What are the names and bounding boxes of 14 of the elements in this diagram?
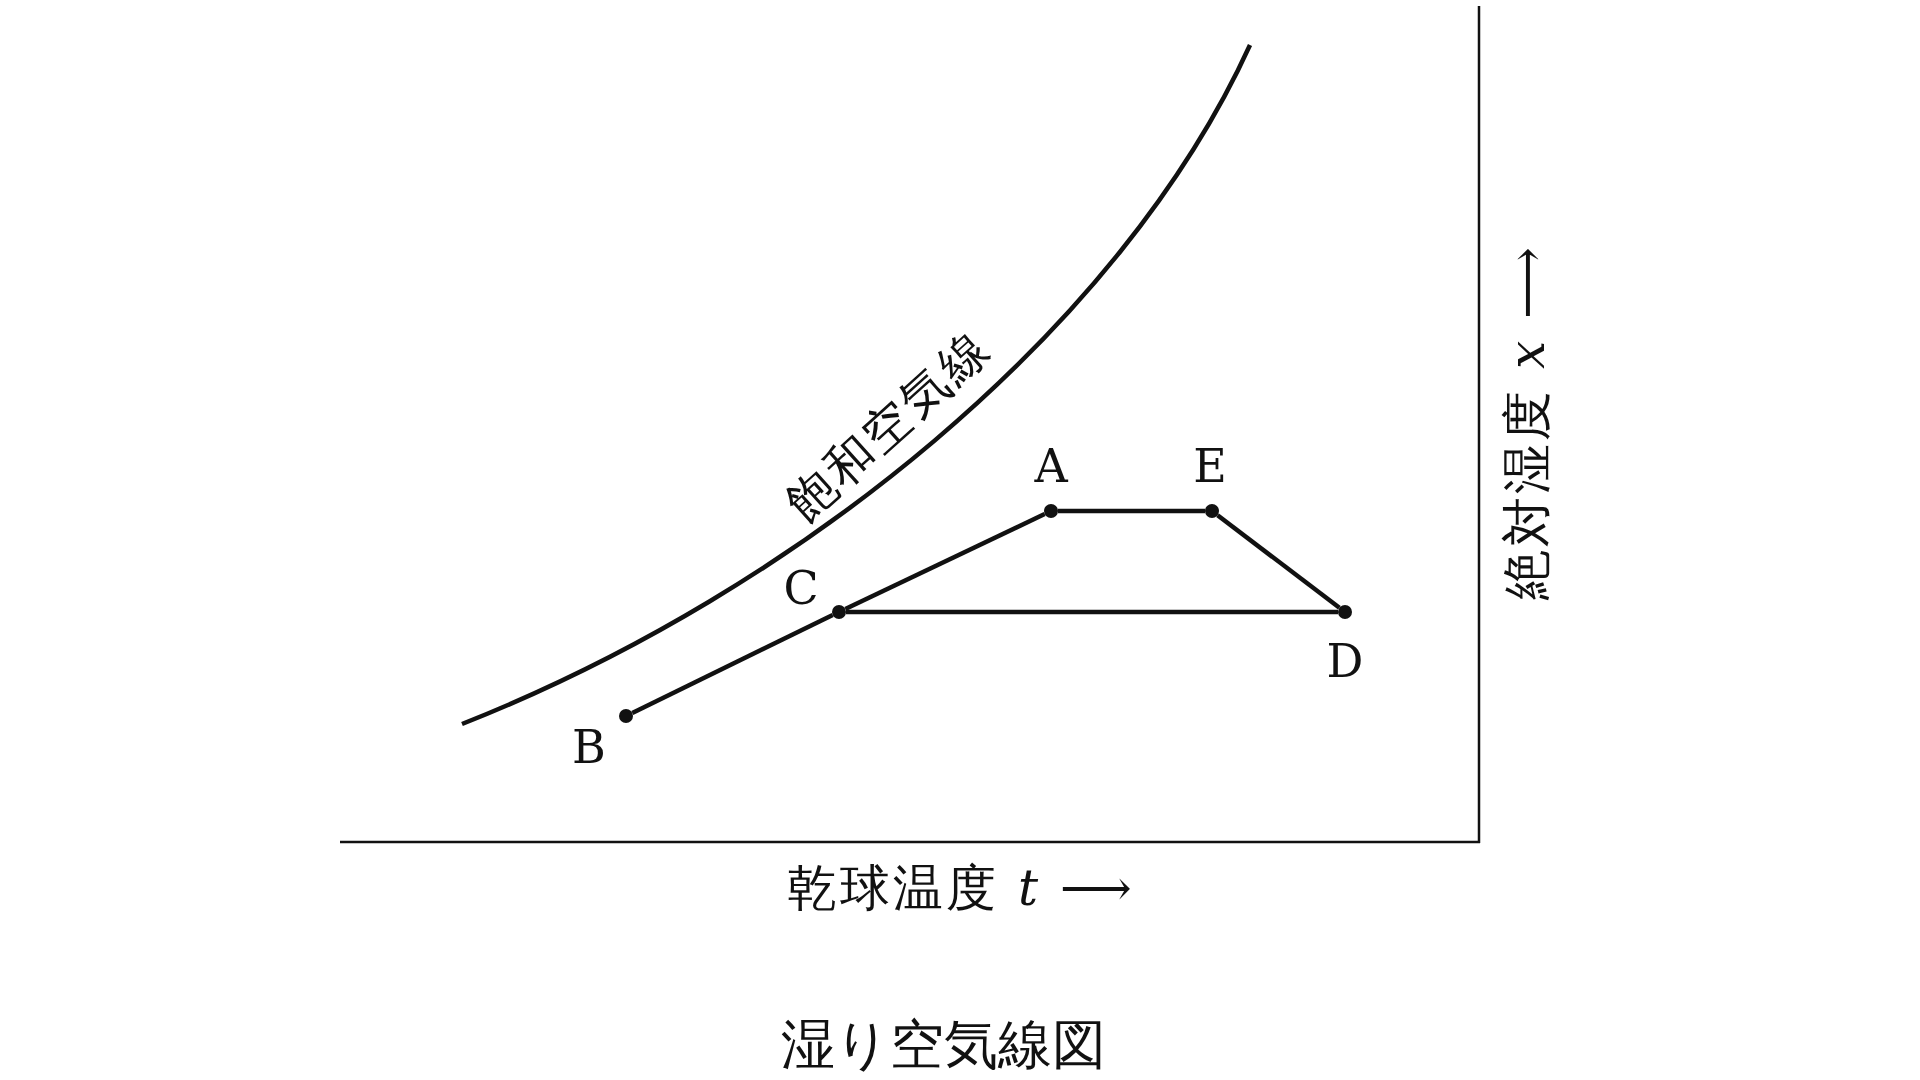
process-line: [844, 511, 1046, 612]
point-label: E: [1193, 443, 1227, 489]
point-label: D: [1326, 638, 1364, 684]
axis-label: 絶対湿度 x ⟶: [1502, 244, 1552, 600]
point-label: C: [783, 565, 819, 611]
process-line: [1216, 513, 1341, 610]
process-line: [846, 609, 1338, 615]
curve-label: 飽和空気線: [777, 321, 999, 529]
process-line: [631, 613, 834, 715]
process-line: [1058, 508, 1205, 514]
point-label: B: [572, 724, 606, 770]
point-label: A: [1034, 443, 1068, 489]
axis-label: 乾球温度 t ⟶: [787, 863, 1135, 913]
caption: 湿り空気線図: [780, 1018, 1106, 1072]
